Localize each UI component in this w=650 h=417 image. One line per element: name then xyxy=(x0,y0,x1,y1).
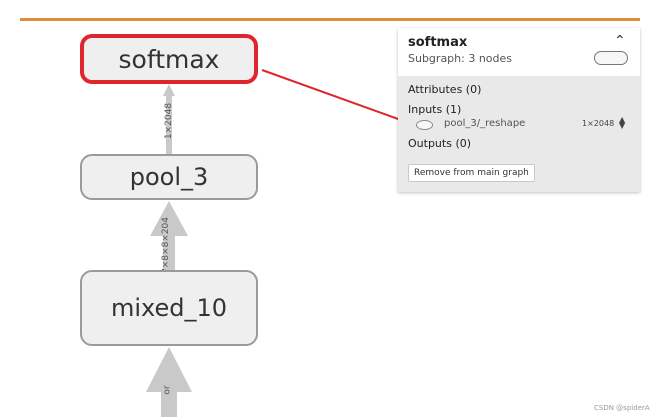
node-info-panel: softmax Subgraph: 3 nodes ⌃ Attributes (… xyxy=(398,28,640,192)
node-mixed-10-label: mixed_10 xyxy=(110,294,228,322)
watermark: CSDN @spiderA xyxy=(594,404,650,412)
input-shape: 1×2048 xyxy=(582,119,615,128)
node-pool-3-label: pool_3 xyxy=(129,163,209,191)
input-list-item[interactable]: pool_3/_reshape 1×2048 ▲▼ xyxy=(416,115,632,132)
edge-input-mixed10-arrowhead xyxy=(146,347,192,392)
expand-toggle-button[interactable] xyxy=(594,51,628,65)
inputs-heading: Inputs (1) xyxy=(408,103,462,116)
panel-header: softmax Subgraph: 3 nodes ⌃ xyxy=(398,28,640,76)
annotation-red-arrow xyxy=(261,69,414,126)
node-pool-3[interactable]: pool_3 xyxy=(80,154,258,200)
edge-label-pool3-softmax: 1×2048 xyxy=(164,102,175,140)
chevron-up-icon[interactable]: ⌃ xyxy=(614,33,626,49)
expand-arrows-icon[interactable]: ▲▼ xyxy=(619,115,626,130)
edge-pool3-softmax-arrowhead xyxy=(163,84,175,96)
attributes-heading: Attributes (0) xyxy=(408,83,482,96)
edge-label-mixed10-pool3: ?×8×8×204 xyxy=(161,216,172,274)
edge-label-input-mixed10: or xyxy=(162,385,173,395)
edge-mixed10-pool3-arrowhead xyxy=(150,201,188,236)
node-ellipse-icon xyxy=(416,120,433,130)
node-softmax-label: softmax xyxy=(118,44,220,74)
input-node-name[interactable]: pool_3/_reshape xyxy=(444,118,526,129)
edge-mixed10-pool3-shaft xyxy=(163,226,175,270)
remove-from-main-graph-button[interactable]: Remove from main graph xyxy=(408,164,535,182)
top-accent-bar xyxy=(20,18,640,21)
panel-subtitle: Subgraph: 3 nodes xyxy=(408,52,513,65)
outputs-heading: Outputs (0) xyxy=(408,137,472,150)
node-mixed-10[interactable]: mixed_10 xyxy=(80,270,258,346)
edge-pool3-softmax-shaft xyxy=(166,94,172,154)
panel-title: softmax xyxy=(408,35,468,50)
node-softmax[interactable]: softmax xyxy=(80,34,258,84)
